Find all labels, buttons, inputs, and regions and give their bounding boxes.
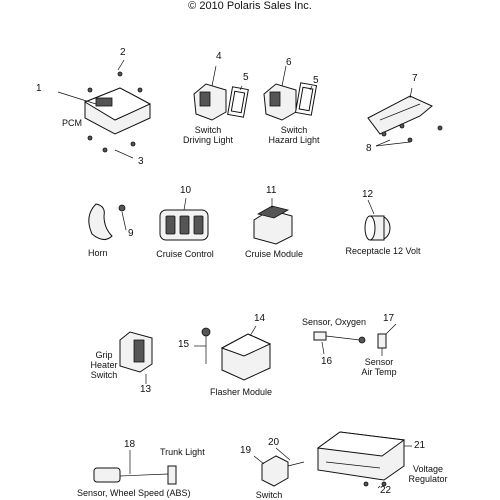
- callout-4: 4: [216, 51, 222, 62]
- label-cruise-control: Cruise Control: [156, 249, 214, 259]
- cruise-module-part: [253, 198, 293, 245]
- callout-9: 9: [128, 228, 134, 239]
- label-receptacle: Receptacle 12 Volt: [345, 246, 421, 256]
- copyright-text: © 2010 Polaris Sales Inc.: [188, 0, 312, 12]
- callout-19: 19: [240, 445, 252, 456]
- callout-17: 17: [383, 313, 395, 324]
- cruise-control-part: [159, 197, 209, 241]
- voltage-regulator-part: [316, 431, 412, 489]
- air-temp-sensor-part: [377, 323, 397, 356]
- label-switch-hazard-line1: Switch: [280, 125, 308, 135]
- switch-driving-light-part: [193, 65, 249, 121]
- callout-5a: 5: [243, 72, 249, 83]
- label-grip-line2: Heater: [90, 360, 118, 370]
- callout-13: 13: [140, 384, 152, 395]
- label-sensor-air-line1: Sensor: [364, 357, 394, 367]
- callout-3: 3: [138, 156, 144, 167]
- label-switch-hazard-line2: Hazard Light: [268, 135, 320, 145]
- grip-heater-switch-part: [119, 331, 153, 384]
- callout-7: 7: [412, 73, 418, 84]
- switch-hazard-light-part: [263, 65, 318, 121]
- label-pcm: PCM: [62, 118, 82, 128]
- callout-21: 21: [414, 440, 426, 451]
- callout-20: 20: [268, 437, 280, 448]
- callout-15: 15: [178, 339, 190, 350]
- label-wheel-speed: Sensor, Wheel Speed (ABS): [77, 488, 191, 498]
- label-grip-line3: Switch: [90, 370, 118, 380]
- label-cruise-module: Cruise Module: [244, 249, 304, 259]
- label-switch-bottom: Switch: [255, 490, 283, 500]
- callout-18: 18: [124, 439, 136, 450]
- callout-22: 22: [380, 485, 392, 496]
- callout-2: 2: [120, 47, 126, 58]
- label-switch-driving-line2: Driving Light: [182, 135, 234, 145]
- callout-12: 12: [362, 189, 374, 200]
- label-switch-driving-line1: Switch: [194, 125, 222, 135]
- switch-bottom-part: [253, 447, 305, 487]
- label-grip-line1: Grip: [95, 350, 113, 360]
- label-trunk-light: Trunk Light: [160, 447, 205, 457]
- callout-5b: 5: [313, 75, 319, 86]
- flasher-module-part: [194, 325, 272, 381]
- oxygen-sensor-part: [313, 331, 366, 355]
- horn-part: [88, 203, 127, 240]
- label-horn: Horn: [88, 248, 108, 258]
- label-sensor-air-line2: Air Temp: [361, 367, 397, 377]
- callout-8: 8: [366, 143, 372, 154]
- callout-1: 1: [36, 83, 42, 94]
- bracket-part: [367, 87, 443, 147]
- pcm-part: [57, 59, 152, 159]
- wheel-speed-sensor-part: [93, 450, 177, 485]
- receptacle-part: [364, 199, 391, 241]
- label-sensor-oxygen: Sensor, Oxygen: [301, 317, 367, 327]
- callout-14: 14: [254, 313, 266, 324]
- callout-16: 16: [321, 356, 333, 367]
- label-voltage-line1: Voltage: [412, 464, 444, 474]
- callout-10: 10: [180, 185, 192, 196]
- label-flasher: Flasher Module: [209, 387, 273, 397]
- label-voltage-line2: Regulator: [408, 474, 448, 484]
- callout-11: 11: [266, 185, 277, 196]
- callout-6: 6: [286, 57, 292, 68]
